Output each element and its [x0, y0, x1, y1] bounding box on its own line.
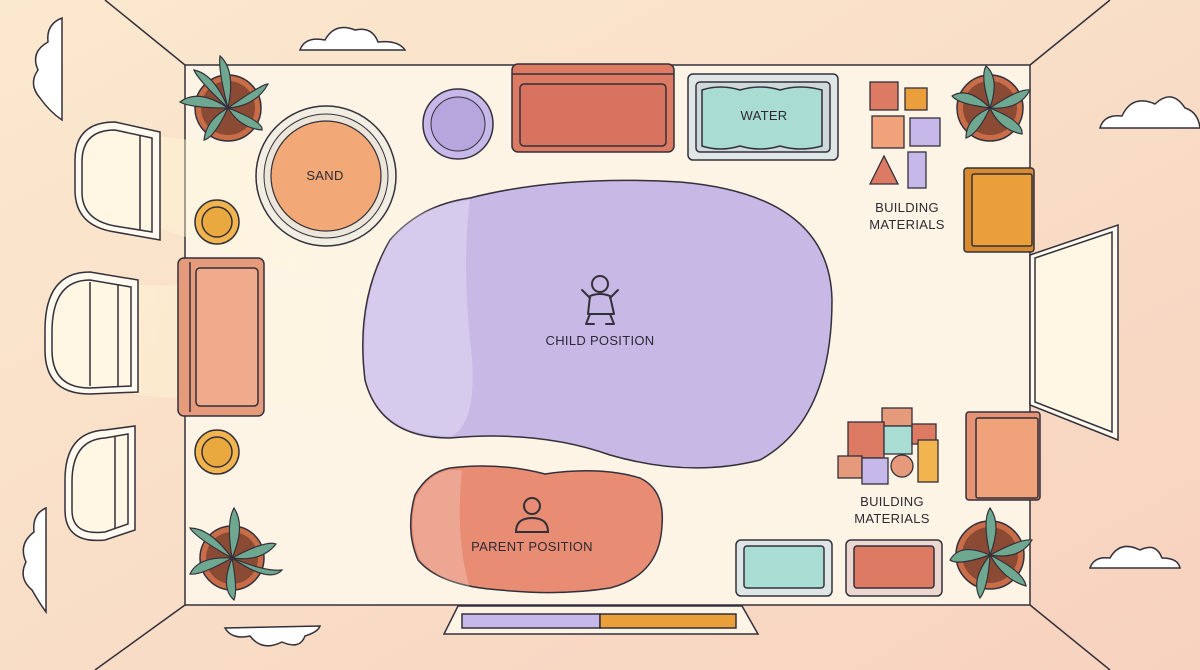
child-zone-highlight: [364, 200, 473, 436]
stool-left-bottom: [194, 429, 240, 475]
child-position-label: CHILD POSITION: [546, 333, 655, 348]
plant-top-right: [951, 65, 1031, 142]
coral-mat-bottom: [845, 539, 943, 597]
person-icon: [514, 497, 550, 533]
plant-top-left: [178, 54, 270, 142]
wall-lines: [94, 0, 1111, 670]
child-position-zone: [362, 179, 833, 469]
plant-bottom-left: [188, 506, 284, 602]
water-table: [687, 73, 839, 161]
window-left-middle: [44, 271, 139, 395]
lavender-tub: [422, 88, 494, 160]
cloud-icon: [298, 26, 407, 51]
parent-zone-highlight: [412, 470, 470, 588]
cloud-icon: [32, 16, 63, 122]
plant-bottom-right: [949, 506, 1033, 600]
door-right: [1029, 223, 1119, 442]
sofa-top: [511, 63, 675, 153]
cloud-icon: [223, 625, 322, 647]
parent-position-label: PARENT POSITION: [471, 539, 593, 554]
couch-left: [177, 257, 265, 417]
cloud-icon: [1088, 545, 1181, 569]
building-blocks-bottom: [837, 407, 939, 485]
cloud-icon: [22, 506, 47, 615]
parent-position-zone: [409, 465, 664, 594]
cabinet-right-top: [963, 167, 1035, 253]
building-blocks-top: [868, 81, 941, 189]
sand-label: SAND: [306, 168, 343, 183]
window-left-bottom: [64, 425, 136, 542]
building-materials-top-label-2: MATERIALS: [869, 217, 944, 232]
cabinet-right-bottom: [965, 411, 1041, 501]
stool-left-top: [194, 199, 240, 245]
cloud-icon: [1099, 96, 1200, 129]
sand-table: [255, 105, 397, 247]
baby-icon: [581, 275, 619, 325]
water-mat-bottom: [735, 539, 833, 597]
entrance-mat: [442, 605, 760, 635]
building-materials-bottom-label-2: MATERIALS: [854, 511, 929, 526]
window-left-top: [74, 121, 161, 241]
building-materials-bottom-label-1: BUILDING: [860, 494, 924, 509]
building-materials-top-label-1: BUILDING: [875, 200, 939, 215]
water-label: WATER: [741, 108, 788, 123]
